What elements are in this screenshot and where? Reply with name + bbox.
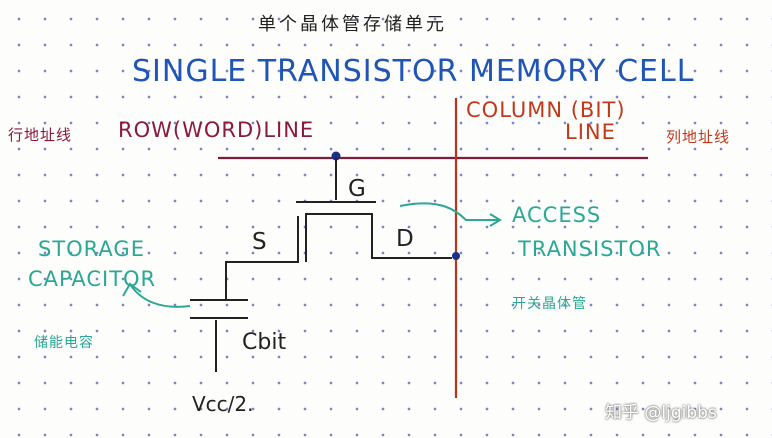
column-line-label-cn: 列地址线 — [666, 128, 731, 146]
title-english: SINGLE TRANSISTOR MEMORY CELL — [132, 54, 695, 89]
column-line-label-line2: LINE — [565, 120, 616, 144]
access-transistor-arrow — [399, 202, 498, 221]
access-arrow-head — [489, 213, 502, 227]
access-transistor-label-line2: TRANSISTOR — [518, 237, 662, 261]
access-transistor-label-cn: 开关晶体管 — [512, 296, 587, 312]
transistor-channel — [225, 216, 299, 300]
zhihu-watermark: 知乎 @ljgibbs — [605, 403, 717, 423]
row-line-label: ROW(WORD)LINE — [118, 118, 315, 142]
drain-label: D — [396, 226, 414, 252]
drain-junction-dot — [452, 252, 460, 260]
vcc-label: Vcc/2. — [192, 392, 254, 416]
storage-capacitor-label-cn: 储能电容 — [34, 335, 94, 351]
transistor-drain — [305, 213, 452, 262]
storage-arrow-head — [122, 282, 142, 297]
column-line-label-line1: COLUMN (BIT) — [466, 98, 626, 122]
storage-capacitor-arrow — [129, 283, 191, 308]
access-transistor-label-line1: ACCESS — [512, 203, 602, 227]
row-line-label-cn: 行地址线 — [8, 126, 73, 144]
cbit-label: Cbit — [242, 330, 287, 355]
storage-capacitor-label-line2: CAPACITOR — [28, 267, 157, 291]
storage-capacitor-label-line1: STORAGE — [38, 237, 145, 261]
source-label: S — [252, 229, 267, 255]
title-chinese: 单个晶体管存储单元 — [258, 14, 447, 35]
gate-junction-dot — [331, 151, 341, 161]
gate-label: G — [348, 176, 366, 202]
